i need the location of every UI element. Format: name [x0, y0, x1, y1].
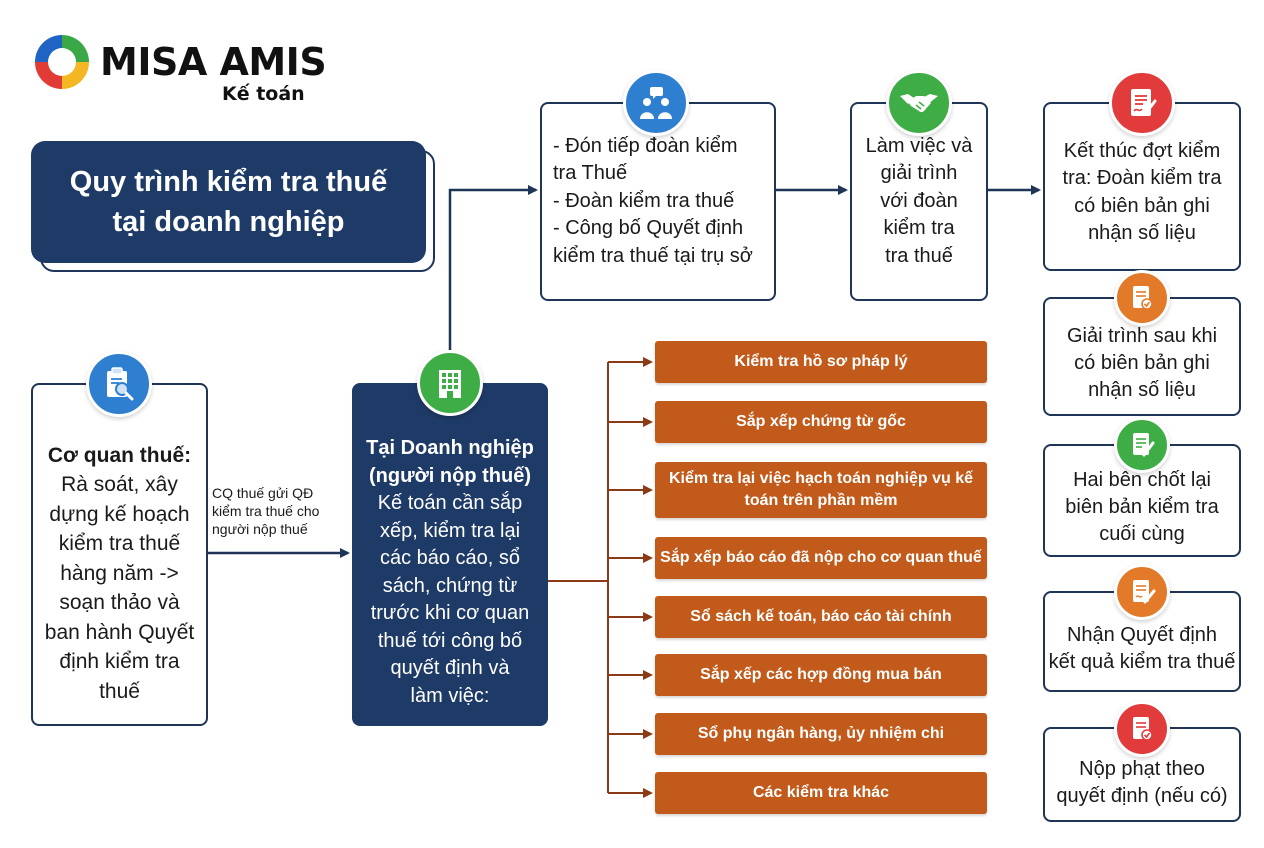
- welcome-line: - Đoàn kiểm tra thuế: [553, 189, 735, 212]
- tax-authority-line: thuế: [99, 679, 140, 703]
- work-box: Làm việc và giải trình với đoàn kiểm tra…: [850, 102, 988, 301]
- title-line-1: Quy trình kiểm tra thuế: [69, 166, 388, 198]
- tax-authority-line: định kiểm tra: [59, 650, 180, 674]
- business-line: các báo cáo, sổ: [379, 547, 521, 569]
- clipboard-search-icon: [86, 351, 152, 417]
- business-heading-line: Tại Doanh nghiệp: [366, 437, 534, 459]
- work-line: giải trình: [880, 162, 958, 185]
- edge-label-line: kiểm tra thuế cho: [212, 503, 320, 519]
- business-box: Tại Doanh nghiệp (người nộp thuế) Kế toá…: [352, 383, 548, 726]
- tax-authority-line: hàng năm ->: [60, 561, 179, 585]
- business-heading-line: (người nộp thuế): [369, 464, 531, 487]
- task-accounting-review: Kiểm tra lại việc hạch toán nghiệp vụ kế…: [655, 462, 987, 518]
- tax-authority-line: ban hành Quyết: [44, 620, 195, 644]
- business-line: thuế tới công bố: [377, 629, 523, 652]
- task-submitted-reports: Sắp xếp báo cáo đã nộp cho cơ quan thuế: [655, 537, 987, 579]
- final-minutes-line: biên bản kiểm tra: [1065, 496, 1219, 518]
- edge-label-line: CQ thuế gửi QĐ: [212, 485, 314, 501]
- business-line: sách, chứng từ: [382, 574, 518, 597]
- office-building-icon: [417, 350, 483, 416]
- document-approval-icon: [1114, 564, 1170, 620]
- edge-label-line: người nộp thuế: [212, 521, 308, 537]
- receive-decision-box: Nhận Quyết định kết quả kiểm tra thuế: [1043, 591, 1241, 692]
- work-line: với đoàn: [880, 189, 958, 212]
- task-bank-statements: Sổ phụ ngân hàng, ủy nhiệm chi: [655, 713, 987, 755]
- misa-logo-icon: [35, 35, 89, 89]
- audit-end-line: nhận số liệu: [1088, 222, 1196, 244]
- final-minutes-line: Hai bên chốt lại: [1073, 469, 1211, 491]
- penalty-line: quyết định (nếu có): [1056, 784, 1228, 807]
- task-legal-records: Kiểm tra hồ sơ pháp lý: [655, 341, 987, 383]
- penalty-line: Nộp phạt theo: [1079, 757, 1205, 780]
- title-line-2: tại doanh nghiệp: [112, 206, 345, 238]
- welcome-box: - Đón tiếp đoàn kiểm tra Thuế - Đoàn kiể…: [540, 102, 776, 301]
- tax-authority-line: kiểm tra thuế: [58, 532, 181, 556]
- receive-decision-line: kết quả kiểm tra thuế: [1048, 650, 1236, 673]
- business-line: Kế toán cần sắp: [377, 492, 523, 514]
- edge-label: CQ thuế gửi QĐ kiểm tra thuế cho người n…: [212, 484, 348, 538]
- audit-end-box: Kết thúc đợt kiểm tra: Đoàn kiểm tra có …: [1043, 102, 1241, 271]
- business-line: trước khi cơ quan: [370, 602, 530, 624]
- task-other-checks: Các kiểm tra khác: [655, 772, 987, 814]
- arrow-business-to-welcome: [448, 185, 538, 350]
- receive-decision-line: Nhận Quyết định: [1066, 623, 1218, 646]
- tax-authority-box: Cơ quan thuế: Rà soát, xây dựng kế hoạch…: [31, 383, 208, 726]
- welcome-line: - Công bố Quyết định: [553, 217, 744, 240]
- welcome-line: - Đón tiếp đoàn kiểm: [553, 134, 738, 157]
- document-pen-icon: [1114, 417, 1170, 473]
- tax-authority-line: Rà soát, xây: [61, 473, 178, 497]
- business-line: quyết định và: [390, 657, 510, 679]
- work-line: Làm việc và: [865, 134, 973, 157]
- handshake-icon: [886, 70, 952, 136]
- tax-authority-line: dựng kế hoạch: [49, 502, 190, 526]
- document-payment-icon: [1114, 701, 1170, 757]
- final-minutes-line: cuối cùng: [1099, 523, 1185, 545]
- business-line: làm việc:: [410, 684, 490, 707]
- work-line: kiểm tra: [883, 217, 955, 240]
- task-contracts: Sắp xếp các hợp đồng mua bán: [655, 654, 987, 696]
- welcome-line: kiểm tra thuế tại trụ sở: [553, 244, 753, 267]
- document-signature-icon: [1109, 70, 1175, 136]
- brand-name: MISA AMIS: [100, 40, 327, 84]
- document-check-icon: [1114, 270, 1170, 326]
- audit-end-line: Kết thúc đợt kiểm: [1063, 139, 1221, 162]
- explanation-line: Giải trình sau khi: [1066, 325, 1218, 347]
- audit-end-line: có biên bản ghi: [1074, 194, 1210, 217]
- tax-authority-heading: Cơ quan thuế:: [47, 443, 192, 467]
- explanation-line: có biên bản ghi: [1074, 352, 1210, 374]
- page-title: Quy trình kiểm tra thuế tại doanh nghiệp: [31, 141, 426, 263]
- welcome-line: tra Thuế: [553, 162, 628, 185]
- audit-end-line: tra: Đoàn kiểm tra: [1062, 167, 1222, 189]
- work-line: tra thuế: [885, 244, 953, 267]
- explanation-line: nhận số liệu: [1088, 379, 1196, 401]
- task-books-financial-statements: Sổ sách kế toán, báo cáo tài chính: [655, 596, 987, 638]
- brand-product: Kế toán: [222, 83, 305, 105]
- task-original-vouchers: Sắp xếp chứng từ gốc: [655, 401, 987, 443]
- business-line: xếp, kiểm tra lại: [379, 519, 521, 542]
- meeting-people-icon: [623, 70, 689, 136]
- tax-authority-line: soạn thảo và: [59, 591, 180, 615]
